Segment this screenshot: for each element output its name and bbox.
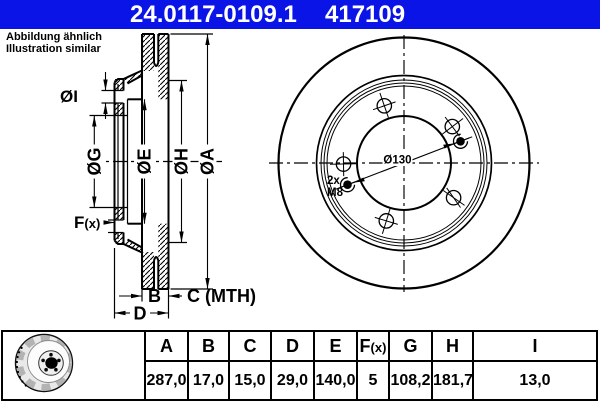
value-i: 13,0 [472, 360, 598, 401]
title-bar: 24.0117-0109.1 417109 [0, 0, 600, 29]
value-h: 181,7 [431, 360, 474, 401]
bolt-circle-label: Ø130 [383, 155, 411, 167]
cross-section-view: ØI ØG ØE ØH ØA F(x) B C (MTH) D [60, 33, 256, 324]
thread-qty-label: 2x [327, 175, 340, 187]
col-header-d: D [270, 330, 315, 362]
dim-label-a: ØA [198, 148, 218, 175]
value-e: 140,0 [313, 360, 358, 401]
dimension-table: A B C D E F(x) G H I 287,0 17,0 15,0 29,… [1, 330, 598, 401]
part-number: 24.0117-0109.1 [130, 1, 297, 28]
value-f: 5 [356, 360, 390, 401]
product-thumbnail-cell [1, 330, 146, 401]
brake-disc-thumbnail [14, 333, 73, 393]
dim-label-b: B [148, 286, 161, 306]
front-view: Ø130 2x M8 [269, 35, 539, 292]
dim-label-i: ØI [60, 87, 78, 106]
value-a: 287,0 [144, 360, 189, 401]
col-header-i: I [472, 330, 598, 362]
dim-label-h: ØH [172, 148, 192, 175]
note-line-de: Abbildung ähnlich [6, 31, 102, 43]
value-d: 29,0 [270, 360, 315, 401]
thread-size-label: M8 [327, 187, 344, 199]
similarity-note: Abbildung ähnlich Illustration similar [6, 31, 102, 55]
value-c: 15,0 [228, 360, 272, 401]
dim-label-e: ØE [135, 148, 155, 174]
col-header-f: F(x) [356, 330, 390, 362]
dim-label-f: F(x) [74, 213, 100, 232]
col-header-b: B [187, 330, 230, 362]
col-header-c: C [228, 330, 272, 362]
col-header-a: A [144, 330, 189, 362]
value-g: 108,2 [388, 360, 433, 401]
col-header-g: G [388, 330, 433, 362]
catalog-number: 417109 [325, 1, 406, 28]
col-header-h: H [431, 330, 474, 362]
dim-label-c: C (MTH) [187, 286, 256, 306]
dim-label-g: ØG [85, 147, 105, 175]
note-line-en: Illustration similar [6, 43, 101, 55]
value-b: 17,0 [187, 360, 230, 401]
col-header-e: E [313, 330, 358, 362]
dim-label-d: D [134, 304, 147, 324]
